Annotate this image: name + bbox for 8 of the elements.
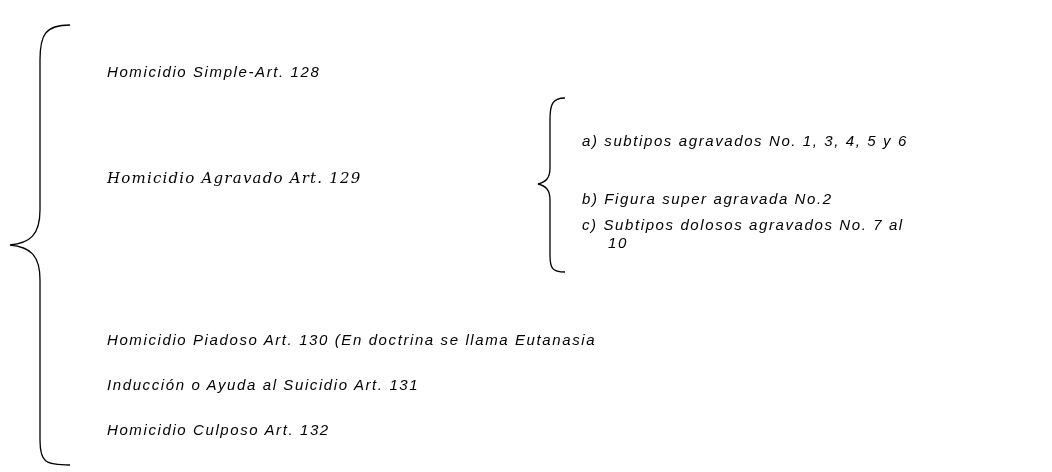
heading-text: Homicidio Agravado Art. 129 [107,169,362,187]
heading-text: Homicidio Piadoso Art. 130 (En doctrina se llama Eutanasia [107,331,597,349]
list-item: a) subtipos agravados No. 1, 3, 4, 5 y 6 [582,132,908,150]
list-item: c) Subtipos dolosos agravados No. 7 al 10 [582,216,905,252]
heading-text: Homicidio Culposo Art. 132 [107,421,330,439]
list-item: b) Figura super agravada No.2 [582,190,834,208]
heading-text: Homicidio Simple-Art. 128 [107,63,321,81]
heading-text: Inducción o Ayuda al Suicidio Art. 131 [107,376,420,394]
